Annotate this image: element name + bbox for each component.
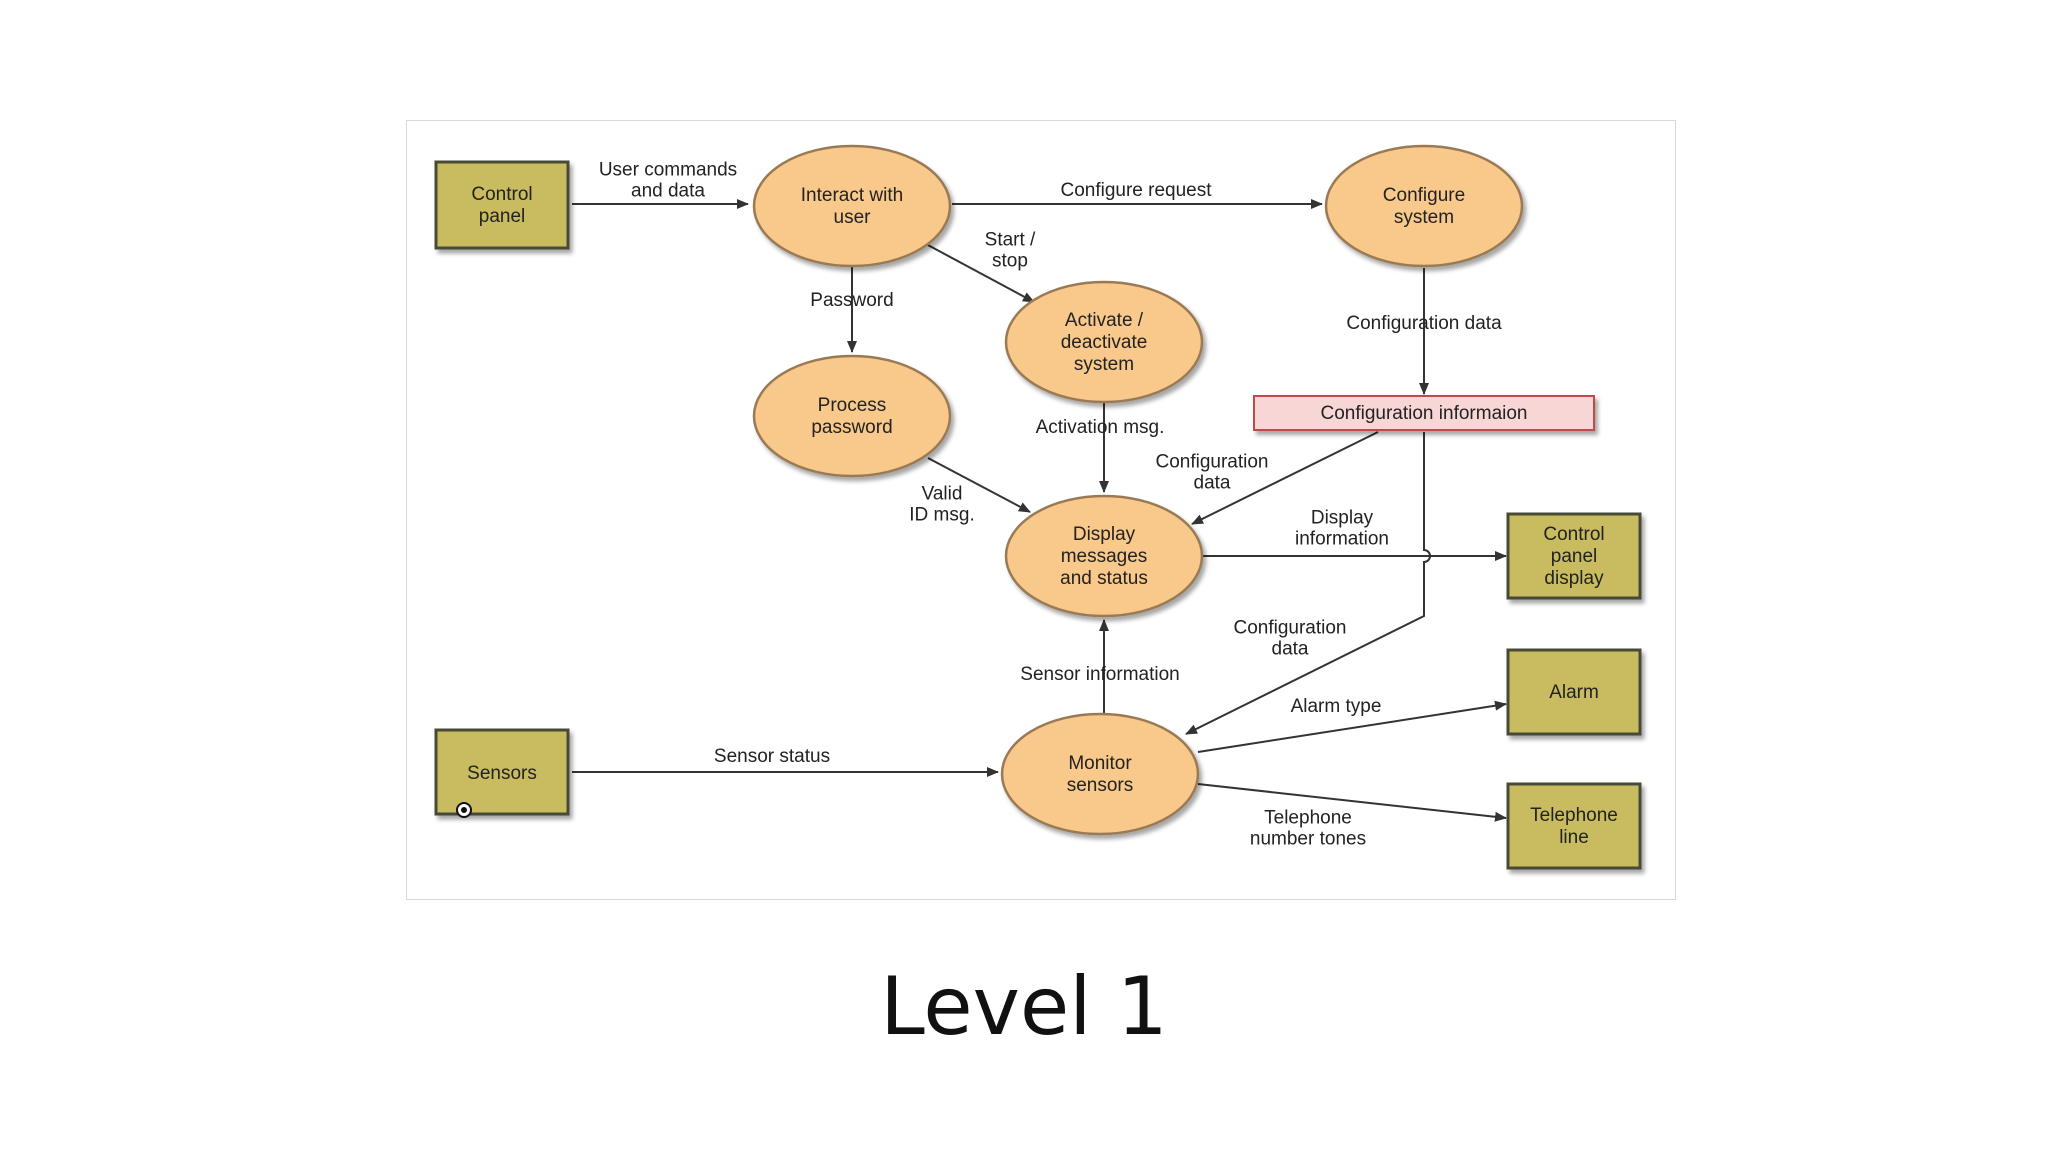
entity-alarm: Alarm	[1506, 648, 1642, 736]
flow-configuration-data-2	[1191, 431, 1379, 525]
flow-valid-id-msg	[927, 457, 1031, 513]
label-configure-request: Configure request	[1060, 180, 1212, 201]
slide-title: Level 1	[880, 960, 1168, 1053]
flow-lines	[572, 199, 1507, 822]
flow-alarm-type	[1197, 700, 1507, 753]
label-start-stop: Start /stop	[985, 230, 1036, 272]
label-configuration-data-1: Configuration data	[1346, 313, 1502, 334]
entity-sensors-label: Sensors	[467, 763, 537, 784]
flow-configuration-data-3	[1185, 432, 1431, 735]
flow-telephone-number-tones	[1197, 783, 1507, 822]
label-activation-msg: Activation msg.	[1036, 417, 1165, 438]
data-store-label: Configuration informaion	[1320, 403, 1527, 424]
data-store-configuration-information: Configuration informaion	[1253, 395, 1595, 431]
flow-start-stop	[925, 243, 1035, 303]
entity-sensors: Sensors	[434, 728, 570, 818]
label-alarm-type: Alarm type	[1291, 696, 1382, 717]
label-password: Password	[810, 290, 893, 311]
label-sensor-information: Sensor information	[1020, 664, 1179, 685]
label-sensor-status: Sensor status	[714, 746, 830, 767]
entity-alarm-label: Alarm	[1549, 682, 1599, 703]
